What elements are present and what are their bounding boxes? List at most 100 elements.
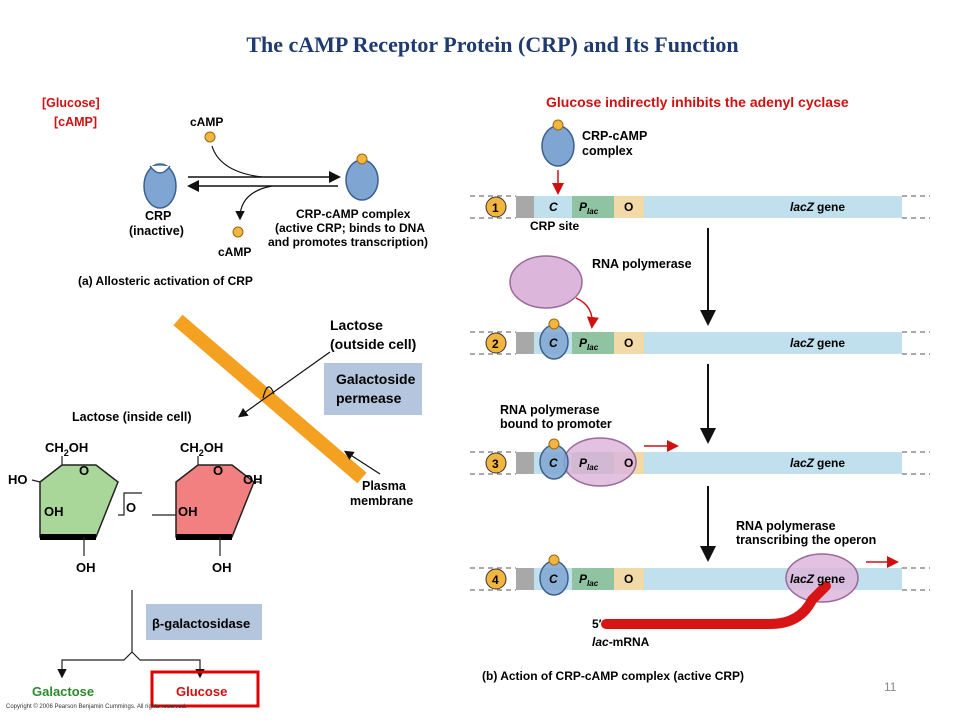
svg-text:Plac: Plac [579, 336, 599, 352]
plasma-membrane-bar [173, 314, 367, 484]
glycosidic-link-1 [118, 492, 142, 516]
operon-row-4 [470, 567, 930, 591]
glucose-ring [175, 464, 255, 540]
lac-mrna-strand [601, 581, 831, 629]
camp-level-label: [cAMP] [54, 115, 98, 129]
svg-text:Plac: Plac [579, 572, 599, 588]
transcribing-label-2: transcribing the operon [736, 533, 876, 547]
svg-text:C: C [549, 200, 558, 214]
rna-polymerase-label: RNA polymerase [592, 257, 692, 271]
glucose-oh-bottom: OH [212, 560, 232, 575]
mrna-label: lac-mRNA [592, 635, 650, 649]
glucose-ring-o: O [213, 463, 223, 478]
crp-inactive-shape [143, 163, 177, 209]
camp-bottom-label: cAMP [218, 245, 251, 259]
panel-b-caption: (b) Action of CRP-cAMP complex (active C… [482, 669, 744, 683]
step-badge-1: 1 [485, 196, 507, 218]
svg-text:O: O [624, 456, 633, 470]
glucose-oh-inner: OH [178, 504, 198, 519]
camp-release-curve [235, 185, 273, 221]
svg-text:O: O [624, 200, 633, 214]
complex-label-3: and promotes transcription) [268, 235, 428, 249]
rna-polymerase-free [509, 255, 583, 309]
panel-b-header: Glucose indirectly inhibits the adenyl c… [546, 94, 849, 110]
membrane-label-2: membrane [350, 494, 413, 508]
enzyme-box [146, 604, 262, 640]
glucose-level-label: [Glucose] [42, 96, 100, 110]
operon-row-3 [470, 451, 930, 475]
galactose-ring-o: O [79, 463, 89, 478]
crp-site-label: CRP site [530, 219, 579, 233]
svg-text:3: 3 [492, 457, 499, 471]
svg-text:4: 4 [492, 573, 499, 587]
svg-text:O: O [624, 572, 633, 586]
enzyme-label: β-galactosidase [152, 616, 250, 631]
svg-text:Plac: Plac [579, 456, 599, 472]
crp-camp-label-1: CRP-cAMP [582, 129, 647, 143]
glucose-ch2oh: CH2OH [180, 440, 223, 458]
step-badge-2: 2 [485, 332, 507, 354]
camp-top-label: cAMP [190, 115, 223, 129]
galactose-label: Galactose [32, 684, 94, 699]
glucose-highlight-box [150, 670, 260, 708]
bound-label-1: RNA polymerase [500, 403, 600, 417]
rna-polymerase-transcribing [785, 553, 859, 603]
permease-label-2: permease [336, 390, 402, 406]
five-prime-label: 5′ [592, 617, 602, 631]
transcribing-label-1: RNA polymerase [736, 519, 836, 533]
split-arrow-glucose [131, 651, 205, 679]
operon-row-2 [470, 331, 930, 355]
camp-molecule-top [204, 131, 216, 143]
page-number: 11 [884, 680, 897, 694]
svg-text:C: C [549, 456, 558, 470]
operon-row-1 [470, 195, 930, 219]
svg-text:1: 1 [492, 201, 499, 215]
bound-label-2: bound to promoter [500, 417, 612, 431]
camp-molecule-bottom [232, 226, 244, 238]
step-badge-4: 4 [485, 568, 507, 590]
crp-label: CRP [145, 209, 171, 223]
page-title: The cAMP Receptor Protein (CRP) and Its … [246, 32, 739, 57]
lactose-inside-label: Lactose (inside cell) [72, 410, 191, 424]
svg-text:C: C [549, 572, 558, 586]
crp-bound-row-4 [539, 554, 569, 596]
membrane-label-1: Plasma [362, 479, 407, 493]
glycosidic-o: O [126, 500, 136, 515]
galactose-ho: HO [8, 472, 28, 487]
svg-text:2: 2 [492, 337, 499, 351]
camp-join-curve [211, 145, 263, 178]
permease-label-1: Galactoside [336, 371, 416, 387]
polymerase-binding-arrow [575, 297, 599, 329]
lactose-entry-arrow [238, 351, 331, 418]
svg-text:Plac: Plac [579, 200, 599, 216]
crp-camp-free [541, 119, 575, 167]
glucose-oh-right: OH [243, 472, 263, 487]
galactose-oh-bottom: OH [76, 560, 96, 575]
panel-a-caption: (a) Allosteric activation of CRP [78, 274, 253, 288]
step-badge-3: 3 [485, 452, 507, 474]
lactose-crossing-mark [262, 386, 275, 399]
copyright-notice: Copyright © 2006 Pearson Benjamin Cummin… [6, 704, 187, 710]
crp-bound-row-2 [539, 318, 569, 360]
lactose-outside-label: Lactose [330, 317, 383, 333]
glucose-label: Glucose [176, 684, 227, 699]
complex-label-2: (active CRP; binds to DNA [275, 221, 425, 235]
crp-inactive-label: (inactive) [129, 224, 184, 238]
permease-box [324, 363, 422, 415]
crp-bound-row-3 [539, 438, 569, 480]
membrane-pointer [343, 450, 381, 475]
lactose-outside-label-2: (outside cell) [330, 336, 416, 352]
svg-text:O: O [624, 336, 633, 350]
crp-camp-label-2: complex [582, 144, 633, 158]
galactose-ch2oh: CH2OH [45, 440, 88, 458]
svg-text:C: C [549, 336, 558, 350]
complex-label-1: CRP-cAMP complex [296, 207, 411, 221]
galactose-oh-inner: OH [44, 504, 64, 519]
crp-camp-complex-shape [345, 153, 379, 201]
